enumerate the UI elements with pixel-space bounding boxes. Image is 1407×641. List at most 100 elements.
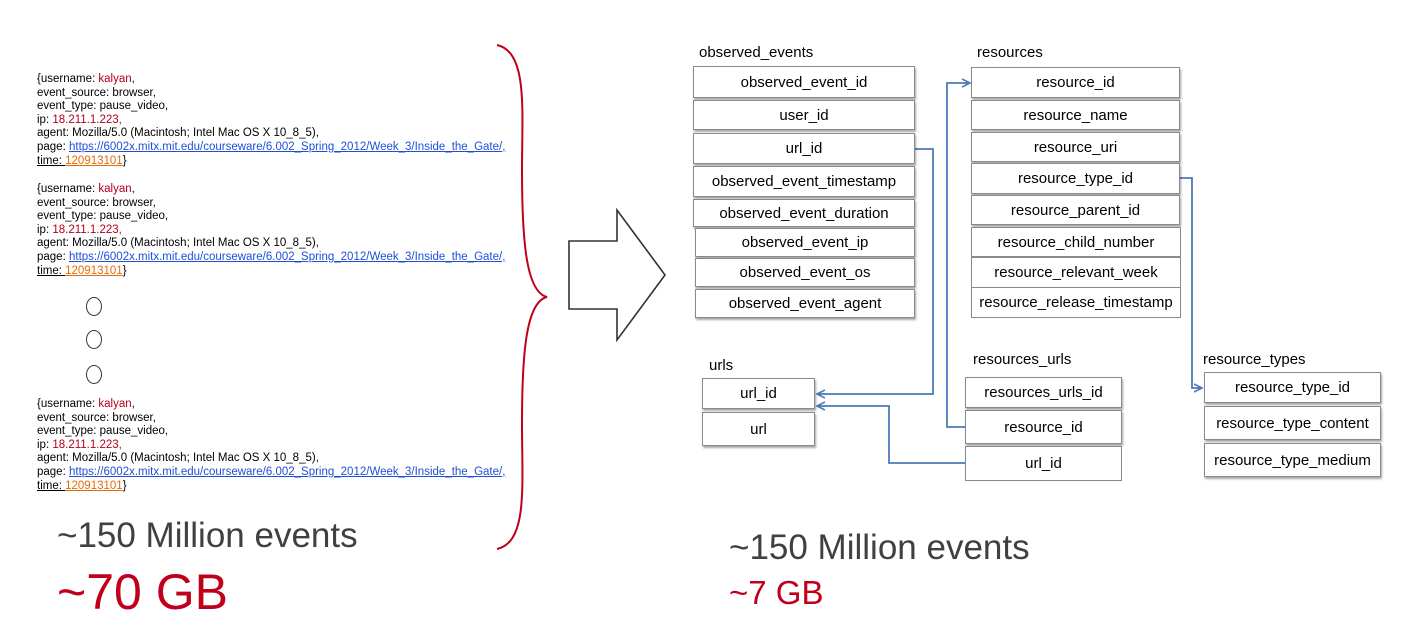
log-event-type: event_type: pause_video, bbox=[37, 425, 169, 438]
log-punct: } bbox=[122, 264, 127, 277]
log-ip-value: 18.211.1.223 bbox=[52, 438, 119, 451]
field-resource-type-medium: resource_type_medium bbox=[1204, 443, 1381, 477]
log-key: page: bbox=[37, 250, 69, 263]
log-event-source: event_source: browser, bbox=[37, 196, 156, 209]
log-key: {username: bbox=[37, 183, 99, 195]
field-urls-url-id: url_id bbox=[702, 378, 815, 409]
log-agent: agent: Mozilla/5.0 (Macintosh; Intel Mac… bbox=[37, 127, 319, 140]
log-key: time: bbox=[37, 154, 66, 167]
log-key: ip: bbox=[37, 113, 53, 126]
field-url-id: url_id bbox=[693, 133, 915, 164]
log-username-value: kalyan bbox=[98, 398, 132, 410]
log-key: page: bbox=[37, 465, 69, 478]
log-entry: {username: kalyan,event_source: browser,… bbox=[37, 73, 505, 168]
log-time-line: time: 120913101} bbox=[37, 265, 505, 279]
log-time-value: 120913101 bbox=[65, 264, 123, 277]
log-punct: , bbox=[502, 465, 506, 478]
field-observed-event-timestamp: observed_event_timestamp bbox=[693, 166, 915, 197]
connector-resource-type bbox=[1180, 177, 1202, 388]
connector-resurls-resource bbox=[946, 83, 970, 428]
log-event-source: event_source: browser, bbox=[37, 411, 156, 424]
ellipsis-circle-2 bbox=[86, 330, 102, 349]
field-resources-urls-id: resources_urls_id bbox=[965, 377, 1122, 408]
log-time-line: time: 120913101} bbox=[37, 155, 505, 169]
log-punct: } bbox=[122, 479, 127, 492]
log-key: page: bbox=[37, 140, 69, 153]
log-username-value: kalyan bbox=[98, 183, 132, 195]
log-punct: , bbox=[118, 223, 122, 236]
log-key: time: bbox=[37, 264, 66, 277]
field-observed-event-agent: observed_event_agent bbox=[695, 289, 915, 318]
log-ip-line: ip: 18.211.1.223, bbox=[37, 439, 505, 453]
log-key: {username: bbox=[37, 398, 99, 410]
field-resource-child-number: resource_child_number bbox=[971, 227, 1181, 257]
field-resources-urls-resource-id: resource_id bbox=[965, 410, 1122, 444]
field-resource-parent-id: resource_parent_id bbox=[971, 195, 1180, 225]
field-resource-type-content: resource_type_content bbox=[1204, 406, 1381, 440]
table-title-resources: resources bbox=[977, 44, 1043, 61]
log-page-link[interactable]: https://6002x.mitx.mit.edu/courseware/6.… bbox=[68, 250, 503, 263]
log-punct: , bbox=[131, 183, 135, 195]
log-page-line: page: https://6002x.mitx.mit.edu/coursew… bbox=[37, 466, 505, 480]
log-time-value: 120913101 bbox=[65, 479, 123, 492]
table-title-urls: urls bbox=[709, 357, 734, 374]
log-username-value: kalyan bbox=[98, 73, 132, 85]
field-resource-name: resource_name bbox=[971, 100, 1180, 130]
log-punct: , bbox=[502, 250, 506, 263]
table-title-resource-types: resource_types bbox=[1203, 351, 1306, 368]
log-event-type: event_type: pause_video, bbox=[37, 210, 169, 223]
log-username-line: {username: kalyan, bbox=[37, 73, 505, 87]
field-user-id: user_id bbox=[693, 100, 915, 130]
ellipsis-circle-1 bbox=[86, 297, 102, 316]
log-punct: , bbox=[118, 438, 122, 451]
log-agent: agent: Mozilla/5.0 (Macintosh; Intel Mac… bbox=[37, 237, 319, 250]
curly-brace bbox=[496, 44, 548, 550]
table-title-resources-urls: resources_urls bbox=[973, 351, 1072, 368]
log-ip-line: ip: 18.211.1.223, bbox=[37, 114, 505, 128]
raw-events-count: ~150 Million events bbox=[57, 516, 358, 555]
log-key: ip: bbox=[37, 438, 53, 451]
log-punct: , bbox=[118, 113, 122, 126]
table-title-observed-events: observed_events bbox=[699, 44, 814, 61]
field-resource-id: resource_id bbox=[971, 67, 1180, 98]
field-observed-event-os: observed_event_os bbox=[695, 258, 915, 287]
log-key: time: bbox=[37, 479, 66, 492]
schema-size: ~7 GB bbox=[729, 574, 824, 611]
log-key: ip: bbox=[37, 223, 53, 236]
log-punct: , bbox=[502, 140, 506, 153]
field-resource-relevant-week: resource_relevant_week bbox=[971, 257, 1181, 288]
field-observed-event-duration: observed_event_duration bbox=[693, 199, 915, 227]
log-event-source: event_source: browser, bbox=[37, 86, 156, 99]
field-url: url bbox=[702, 412, 815, 446]
log-time-value: 120913101 bbox=[65, 154, 123, 167]
log-entry: {username: kalyan,event_source: browser,… bbox=[37, 183, 505, 278]
raw-size: ~70 GB bbox=[57, 564, 228, 620]
connector-resurls-url bbox=[817, 406, 965, 464]
log-ip-value: 18.211.1.223 bbox=[52, 223, 119, 236]
field-observed-event-ip: observed_event_ip bbox=[695, 228, 915, 257]
log-ip-line: ip: 18.211.1.223, bbox=[37, 224, 505, 238]
log-key: {username: bbox=[37, 73, 99, 85]
log-punct: , bbox=[131, 73, 135, 85]
log-ip-value: 18.211.1.223 bbox=[52, 113, 119, 126]
log-agent: agent: Mozilla/5.0 (Macintosh; Intel Mac… bbox=[37, 452, 319, 465]
field-resources-urls-url-id: url_id bbox=[965, 446, 1122, 481]
field-observed-event-id: observed_event_id bbox=[693, 66, 915, 98]
field-resource-types-type-id: resource_type_id bbox=[1204, 372, 1381, 403]
schema-events-count: ~150 Million events bbox=[729, 528, 1030, 567]
field-resource-type-id: resource_type_id bbox=[971, 163, 1180, 194]
log-username-line: {username: kalyan, bbox=[37, 183, 505, 197]
log-time-line: time: 120913101} bbox=[37, 480, 505, 494]
field-resource-release-timestamp: resource_release_timestamp bbox=[971, 287, 1181, 318]
log-page-link[interactable]: https://6002x.mitx.mit.edu/courseware/6.… bbox=[68, 465, 503, 478]
log-punct: , bbox=[131, 398, 135, 410]
log-username-line: {username: kalyan, bbox=[37, 398, 505, 412]
field-resource-uri: resource_uri bbox=[971, 132, 1180, 162]
log-page-link[interactable]: https://6002x.mitx.mit.edu/courseware/6.… bbox=[68, 140, 503, 153]
transform-arrow bbox=[568, 207, 666, 343]
log-page-line: page: https://6002x.mitx.mit.edu/coursew… bbox=[37, 141, 505, 155]
log-page-line: page: https://6002x.mitx.mit.edu/coursew… bbox=[37, 251, 505, 265]
log-punct: } bbox=[122, 154, 127, 167]
log-entry: {username: kalyan,event_source: browser,… bbox=[37, 398, 505, 493]
